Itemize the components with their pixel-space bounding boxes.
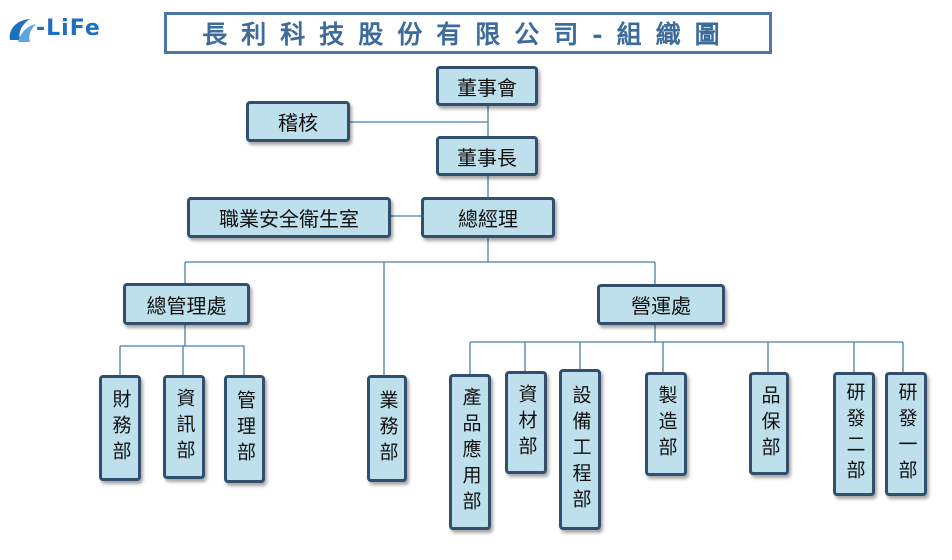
node-board: 董事會 [436,66,538,106]
node-sales: 業務部 [367,375,407,482]
node-manufacturing: 製造部 [645,372,687,476]
node-safety: 職業安全衛生室 [187,197,391,238]
page-title: 長利科技股份有限公司-組織圖 [202,20,734,49]
node-rnd1: 研發一部 [885,372,927,496]
node-qa: 品保部 [749,372,789,475]
logo-text: -LiFe [36,16,101,41]
swirl-logo-icon [9,19,36,42]
node-it: 資訊部 [163,375,205,479]
node-admin: 總管理處 [123,283,250,325]
node-equipment: 設備工程部 [559,369,601,530]
node-product-app: 產品應用部 [449,374,491,530]
node-gm: 總經理 [421,197,555,238]
title-box: 長利科技股份有限公司-組織圖 [164,12,772,54]
node-chairman: 董事長 [436,136,538,176]
node-rnd2: 研發二部 [833,372,875,496]
node-materials: 資材部 [505,371,547,474]
node-operations: 營運處 [597,284,725,325]
node-management: 管理部 [224,375,265,483]
node-audit: 稽核 [246,101,350,142]
node-finance: 財務部 [99,375,141,481]
